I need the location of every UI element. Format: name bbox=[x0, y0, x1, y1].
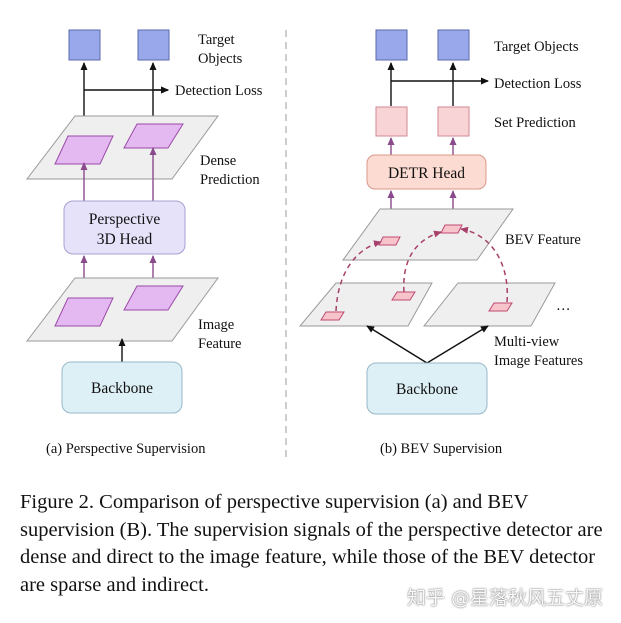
detr-head-box bbox=[366, 154, 487, 190]
dense-prediction-label: Prediction bbox=[200, 172, 260, 188]
target-object-box bbox=[375, 29, 408, 61]
backbone-box bbox=[61, 361, 183, 414]
right-subcaption: (b) BEV Supervision bbox=[380, 441, 503, 457]
image-feature-patch bbox=[123, 285, 184, 311]
dense-prediction-patch bbox=[54, 135, 114, 165]
perspective-3d-head bbox=[63, 200, 186, 255]
watermark: 知乎 @星落秋风五丈原 bbox=[406, 587, 603, 609]
head-label: Perspective bbox=[89, 211, 161, 228]
ellipsis-label: … bbox=[556, 298, 571, 314]
set-prediction-box bbox=[375, 106, 408, 137]
target-objects-label: Target bbox=[198, 32, 235, 48]
multiview-feature-plane bbox=[422, 282, 556, 327]
backbone-label: Backbone bbox=[91, 380, 153, 397]
figure-caption: Figure 2. Comparison of perspective supe… bbox=[20, 491, 603, 596]
detection-loss-label: Detection Loss bbox=[494, 76, 582, 92]
head-label: 3D Head bbox=[97, 231, 153, 248]
target-object-box bbox=[437, 29, 470, 61]
backbone-label: Backbone bbox=[396, 381, 458, 398]
image-feature-label: Feature bbox=[198, 336, 241, 352]
image-feature-label: Image bbox=[198, 317, 234, 333]
image-feature-patch bbox=[391, 291, 416, 301]
set-prediction-label: Set Prediction bbox=[494, 115, 577, 131]
dense-prediction-label: Dense bbox=[200, 153, 236, 169]
backbone-arrow bbox=[426, 325, 489, 364]
dense-prediction-plane bbox=[25, 115, 219, 180]
backbone-arrow bbox=[366, 325, 428, 364]
sampling-arc bbox=[335, 240, 382, 312]
image-feature-patch bbox=[54, 297, 114, 327]
multiview-feature-plane bbox=[298, 282, 433, 327]
image-feature-patch bbox=[320, 311, 345, 321]
bev-feature-label: BEV Feature bbox=[505, 232, 581, 248]
bev-query-patch bbox=[378, 236, 401, 246]
detection-loss-label: Detection Loss bbox=[175, 83, 263, 99]
image-feature-patch bbox=[488, 302, 513, 312]
backbone-box bbox=[366, 362, 488, 415]
target-objects-label: Target Objects bbox=[494, 39, 579, 55]
figure-diagram: Target Objects Detection Loss Dense Pred… bbox=[25, 29, 583, 462]
bev-query-patch bbox=[440, 224, 463, 234]
left-subcaption: (a) Perspective Supervision bbox=[46, 441, 206, 457]
set-prediction-box bbox=[437, 106, 470, 137]
multiview-label: Multi-view bbox=[494, 334, 560, 350]
left-panel: Target Objects Detection Loss Dense Pred… bbox=[25, 29, 263, 457]
multiview-label: Image Features bbox=[494, 353, 583, 369]
target-object-box bbox=[137, 29, 170, 61]
dense-prediction-patch bbox=[123, 123, 184, 149]
right-panel: Target Objects Detection Loss Set Predic… bbox=[298, 29, 583, 457]
bev-feature-plane bbox=[342, 208, 514, 261]
target-object-box bbox=[68, 29, 101, 61]
target-objects-label: Objects bbox=[198, 51, 243, 67]
detr-head-label: DETR Head bbox=[388, 165, 465, 182]
sampling-arc bbox=[403, 230, 442, 293]
sampling-arc bbox=[460, 226, 509, 303]
image-feature-plane bbox=[25, 277, 219, 342]
